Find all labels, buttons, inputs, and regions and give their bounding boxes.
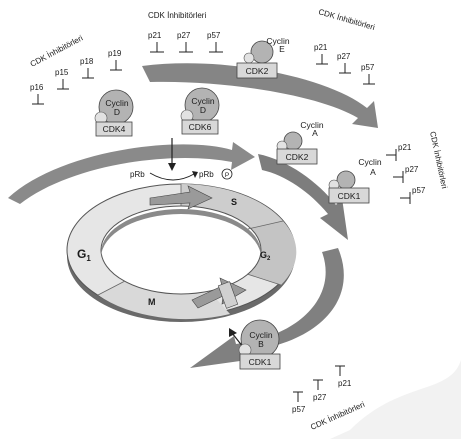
inhibitor-p27: p27 xyxy=(393,165,419,183)
inhibitor-group-top-right: CDK İnhibitörleri p21 p27 p57 xyxy=(314,7,376,85)
inhibitor-group-bottom: p57 p27 p21 CDK İnhibitörleri xyxy=(292,365,366,432)
complex-cdk1-cyclin-a: Cyclin A CDK1 xyxy=(328,157,382,204)
inhibitor-header: CDK İnhibitörleri xyxy=(29,33,85,68)
inhibitor-p27: p27 xyxy=(313,379,327,402)
cdk1-box xyxy=(239,353,281,370)
cyclin-label: Cyclin xyxy=(249,330,272,340)
cdk-label: CDK1 xyxy=(249,357,272,367)
inhibitor-p18: p18 xyxy=(80,57,94,79)
cyclin-label: Cyclin xyxy=(358,157,381,167)
cyclin-label: Cyclin xyxy=(266,36,289,46)
svg-text:p57: p57 xyxy=(412,186,426,195)
arrow-right-segment xyxy=(258,154,348,240)
phase-g1-label: G1 xyxy=(77,247,91,263)
cdk-label: CDK4 xyxy=(103,124,126,134)
prb-label-left: pRb xyxy=(130,170,145,179)
phase-g2-segment xyxy=(247,221,297,285)
inhibitor-p57: p57 xyxy=(292,391,306,414)
complex-cdk1-cyclin-b: Cyclin B CDK1 xyxy=(238,319,281,370)
cdk4-box xyxy=(95,121,133,137)
prb-label-right: pRb xyxy=(199,170,214,179)
cdk-label: CDK6 xyxy=(189,122,212,132)
cyclin-label: Cyclin xyxy=(300,120,323,130)
svg-text:p21: p21 xyxy=(338,379,352,388)
inhibitor-p27: p27 xyxy=(177,31,193,53)
svg-text:p57: p57 xyxy=(207,31,221,40)
inhibitor-header: CDK İnhibitörleri xyxy=(428,131,449,190)
complex-cdk6-cyclin-d: Cyclin D CDK6 xyxy=(180,87,220,135)
svg-text:p21: p21 xyxy=(148,31,162,40)
svg-text:p27: p27 xyxy=(313,393,327,402)
phospho-label: P xyxy=(225,172,229,179)
complex-cdk4-cyclin-d: Cyclin D CDK4 xyxy=(94,89,134,137)
svg-text:p27: p27 xyxy=(177,31,191,40)
phase-m-label: M xyxy=(148,297,156,307)
cdk-label: CDK2 xyxy=(286,152,309,162)
phase-m-segment xyxy=(98,281,230,320)
cdk1-box xyxy=(328,187,370,204)
inhibitor-p27: p27 xyxy=(337,52,351,74)
svg-text:p57: p57 xyxy=(361,63,375,72)
restriction-arrow xyxy=(149,185,213,210)
svg-text:p57: p57 xyxy=(292,405,306,414)
inhibitor-p21: p21 xyxy=(314,43,328,65)
svg-text:p21: p21 xyxy=(314,43,328,52)
inhibitor-header: CDK İnhibitörleri xyxy=(148,11,206,20)
svg-text:p15: p15 xyxy=(55,68,69,77)
cdk-label: CDK2 xyxy=(246,66,269,76)
rb-phospho-arrow xyxy=(149,172,195,181)
inhibitor-p21: p21 xyxy=(148,31,164,53)
complex-cdk2-cyclin-e: Cyclin E CDK2 xyxy=(236,36,290,79)
cdk6-box xyxy=(181,119,219,135)
complex-cdk2-cyclin-a: Cyclin A CDK2 xyxy=(276,120,324,165)
inhibitor-header: CDK İnhibitörleri xyxy=(317,7,376,32)
cyclin-label: Cyclin xyxy=(191,96,214,106)
inhibitor-p19: p19 xyxy=(108,49,122,71)
cyclin-type: B xyxy=(258,339,264,349)
svg-text:p27: p27 xyxy=(405,165,419,174)
arrow-top-right xyxy=(142,63,378,128)
cdk2-box xyxy=(236,62,278,79)
cyclin-label: Cyclin xyxy=(105,98,128,108)
svg-text:p16: p16 xyxy=(30,83,44,92)
cyclin-type: A xyxy=(312,128,318,138)
svg-text:p18: p18 xyxy=(80,57,94,66)
inhibitor-p21: p21 xyxy=(386,143,412,161)
phospho-badge xyxy=(221,168,233,180)
mitosis-block xyxy=(217,281,239,309)
watermark-swirl xyxy=(330,360,461,439)
cyclin-type: D xyxy=(114,107,120,117)
cdk-label: CDK1 xyxy=(338,191,361,201)
inhibitor-p16: p16 xyxy=(30,83,44,105)
svg-text:p27: p27 xyxy=(337,52,351,61)
svg-text:p19: p19 xyxy=(108,49,122,58)
inhibitor-group-right: CDK İnhibitörleri p21 p27 p57 xyxy=(386,131,449,204)
inhibitor-p57: p57 xyxy=(400,186,426,204)
cyclin-type: E xyxy=(279,44,285,54)
cdk2-box xyxy=(276,148,318,165)
cyclin-type: A xyxy=(370,167,376,177)
phase-g2-label: G2 xyxy=(260,250,271,262)
cell-cycle-ring xyxy=(66,183,297,322)
cdk-subunit-bead xyxy=(243,52,255,64)
inhibitor-p21: p21 xyxy=(335,365,352,388)
svg-text:p21: p21 xyxy=(398,143,412,152)
inhibitor-p57: p57 xyxy=(207,31,223,53)
inhibitor-group-top-mid: CDK İnhibitörleri p21 p27 p57 xyxy=(148,11,223,53)
cyclin-type: D xyxy=(200,105,206,115)
arrow-upper-main xyxy=(8,142,255,204)
inhibitor-p57: p57 xyxy=(361,63,375,85)
inhibitor-p15: p15 xyxy=(55,68,69,90)
cyclin-a-blob xyxy=(336,170,356,190)
phase-s-label: S xyxy=(231,197,237,207)
